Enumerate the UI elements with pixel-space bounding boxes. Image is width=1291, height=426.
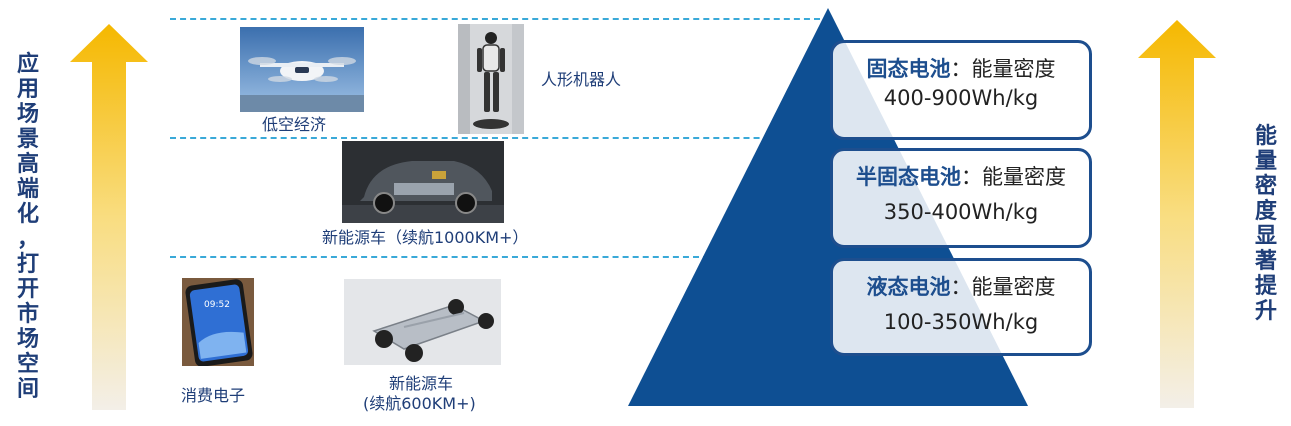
- ev-600-caption-line1: 新能源车: [389, 374, 454, 393]
- tier-solid-state: 固态电池：能量密度 400-900Wh/kg: [830, 40, 1092, 140]
- tier-suffix: ：能量密度: [961, 165, 1066, 189]
- consumer-electronics-caption: 消费电子: [181, 386, 246, 405]
- tier-name: 半固态电池: [856, 165, 961, 189]
- ev-600-caption-line2: (续航600KM+): [363, 394, 476, 413]
- left-vertical-label: 应 用 场 景 高 端 化 ， 打 开 市 场 空 间: [16, 52, 39, 402]
- tier-semi-solid: 半固态电池：能量密度 350-400Wh/kg: [830, 148, 1092, 248]
- right-up-arrow: [1138, 20, 1216, 408]
- tier-liquid: 液态电池：能量密度 100-350Wh/kg: [830, 258, 1092, 356]
- tier-range: 350-400Wh/kg: [883, 200, 1039, 224]
- ev-600-chassis-image: [344, 279, 501, 365]
- tier-suffix: ：能量密度: [950, 57, 1056, 81]
- tier-range: 100-350Wh/kg: [883, 310, 1039, 334]
- humanoid-robot-caption: 人形机器人: [541, 70, 622, 89]
- divider-line-bottom: [170, 256, 870, 258]
- ev-1000-caption: 新能源车（续航1000KM+）: [322, 228, 529, 247]
- smartphone-image: 09:52: [182, 278, 254, 366]
- tier-name: 固态电池: [866, 57, 951, 81]
- drone-image: [240, 27, 364, 112]
- right-vertical-label: 能 量 密 度 显 著 提 升: [1254, 124, 1277, 324]
- low-altitude-caption: 低空经济: [262, 115, 327, 134]
- tier-name: 液态电池: [866, 275, 951, 299]
- divider-line-middle: [170, 137, 830, 139]
- tier-suffix: ：能量密度: [950, 275, 1056, 299]
- tier-range: 400-900Wh/kg: [883, 86, 1039, 110]
- left-up-arrow: [70, 24, 148, 410]
- ev-1000-image: [342, 141, 504, 223]
- humanoid-robot-image: [458, 24, 524, 134]
- divider-line-top: [170, 18, 820, 20]
- phone-time: 09:52: [204, 300, 230, 310]
